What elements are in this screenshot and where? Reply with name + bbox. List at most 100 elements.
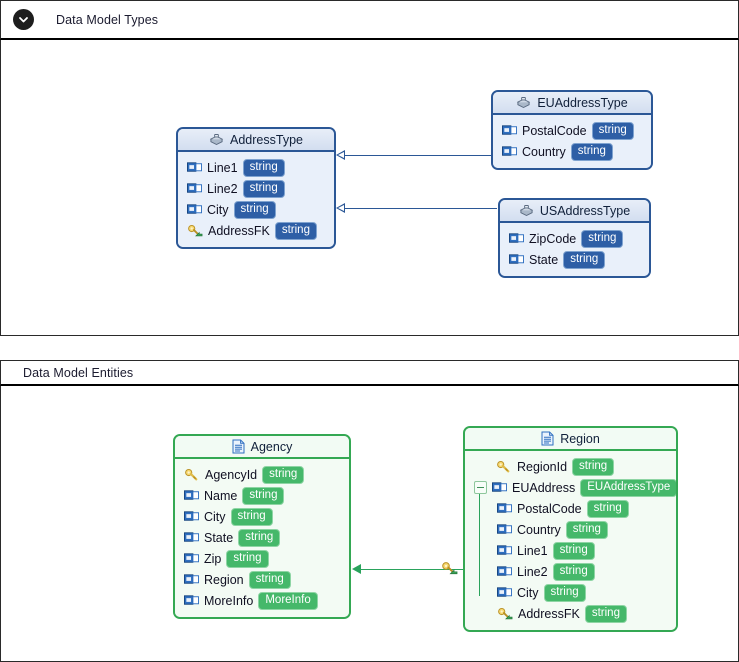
field-type-badge: EUAddressType [580, 479, 677, 497]
primary-key-icon [496, 460, 512, 473]
field-row[interactable]: Line1 string [187, 157, 325, 178]
panel-types-title: Data Model Types [56, 13, 158, 27]
field-row[interactable]: PostalCode string [474, 498, 667, 519]
types-diagram-canvas[interactable]: AddressType Line1 string [0, 40, 739, 336]
node-fields: Line1 string Line2 string [178, 152, 334, 247]
field-name: Name [204, 489, 237, 503]
field-type-badge: string [275, 222, 317, 240]
entities-diagram-canvas[interactable]: Agency AgencyId string [0, 386, 739, 662]
foreign-key-icon [497, 607, 513, 620]
field-name: State [529, 253, 558, 267]
chevron-down-icon[interactable] [13, 9, 34, 30]
attribute-icon [187, 183, 202, 194]
field-type-badge: string [585, 605, 627, 623]
field-name: Line2 [207, 182, 238, 196]
field-row[interactable]: MoreInfo MoreInfo [184, 590, 340, 611]
connector-line [345, 208, 497, 209]
field-row[interactable]: Country string [502, 141, 642, 162]
node-fields: AgencyId string Name string [175, 459, 349, 617]
field-row[interactable]: AgencyId string [184, 464, 340, 485]
node-fields: PostalCode string Country string [493, 115, 651, 168]
field-row[interactable]: State string [509, 249, 640, 270]
complex-type-icon [519, 204, 534, 218]
field-type-badge: string [566, 521, 608, 539]
attribute-icon [497, 566, 512, 577]
attribute-icon [184, 574, 199, 585]
field-type-badge: string [238, 529, 280, 547]
entity-icon [541, 431, 554, 446]
field-type-badge: string [544, 584, 586, 602]
attribute-icon [497, 545, 512, 556]
field-name: PostalCode [522, 124, 587, 138]
field-row[interactable]: Line1 string [474, 540, 667, 561]
field-row[interactable]: City string [474, 582, 667, 603]
field-type-badge: string [581, 230, 623, 248]
field-row[interactable]: Line2 string [474, 561, 667, 582]
field-row[interactable]: Zip string [184, 548, 340, 569]
panel-entities-header: Data Model Entities [0, 360, 739, 386]
field-name: PostalCode [517, 502, 582, 516]
attribute-icon [509, 233, 524, 244]
field-name: Region [204, 573, 244, 587]
node-region[interactable]: Region Regi [463, 426, 678, 632]
attribute-icon [184, 532, 199, 543]
node-fields: ZipCode string State string [500, 223, 649, 276]
field-type-badge: MoreInfo [258, 592, 317, 610]
inheritance-arrowhead [336, 203, 345, 213]
field-row[interactable]: ZipCode string [509, 228, 640, 249]
attribute-icon [497, 503, 512, 514]
attribute-icon [502, 146, 517, 157]
field-name: Line1 [207, 161, 238, 175]
node-title: Agency [251, 440, 293, 454]
field-type-badge: string [243, 159, 285, 177]
field-name: AddressFK [208, 224, 270, 238]
panel-data-model-entities: Data Model Entities [0, 360, 739, 662]
node-address-type[interactable]: AddressType Line1 string [176, 127, 336, 249]
primary-key-icon [184, 468, 200, 481]
field-type-badge: string [572, 458, 614, 476]
field-row[interactable]: Name string [184, 485, 340, 506]
field-type-badge: string [242, 487, 284, 505]
entity-icon [232, 439, 245, 454]
field-row[interactable]: EUAddress EUAddressType [474, 477, 667, 498]
field-row[interactable]: AddressFK string [474, 603, 667, 624]
attribute-icon [492, 482, 507, 493]
attribute-icon [184, 511, 199, 522]
field-row[interactable]: PostalCode string [502, 120, 642, 141]
association-arrowhead [352, 564, 361, 574]
field-row[interactable]: AddressFK string [187, 220, 325, 241]
node-agency[interactable]: Agency AgencyId string [173, 434, 351, 619]
field-type-badge: string [249, 571, 291, 589]
field-type-badge: string [571, 143, 613, 161]
panel-types-header: Data Model Types [0, 0, 739, 40]
field-row[interactable]: Region string [184, 569, 340, 590]
field-name: MoreInfo [204, 594, 253, 608]
node-eu-address-type[interactable]: EUAddressType PostalCode string [491, 90, 653, 170]
field-row[interactable]: State string [184, 527, 340, 548]
field-row[interactable]: RegionId string [474, 456, 667, 477]
node-us-address-type[interactable]: USAddressType ZipCode string [498, 198, 651, 278]
field-name: EUAddress [512, 481, 575, 495]
attribute-icon [509, 254, 524, 265]
connector-line [345, 155, 491, 156]
attribute-icon [187, 162, 202, 173]
collapse-box-icon[interactable] [474, 481, 487, 494]
field-type-badge: string [262, 466, 304, 484]
panel-entities-title: Data Model Entities [23, 366, 133, 380]
node-header: Region [465, 428, 676, 451]
field-row[interactable]: Country string [474, 519, 667, 540]
complex-type-icon [209, 133, 224, 147]
foreign-key-icon [441, 561, 458, 575]
field-type-badge: string [553, 563, 595, 581]
attribute-icon [184, 490, 199, 501]
node-header: USAddressType [500, 200, 649, 223]
field-name: Zip [204, 552, 221, 566]
attribute-icon [187, 204, 202, 215]
attribute-icon [497, 524, 512, 535]
field-row[interactable]: City string [184, 506, 340, 527]
field-row[interactable]: City string [187, 199, 325, 220]
field-row[interactable]: Line2 string [187, 178, 325, 199]
field-name: Line2 [517, 565, 548, 579]
field-name: City [517, 586, 539, 600]
